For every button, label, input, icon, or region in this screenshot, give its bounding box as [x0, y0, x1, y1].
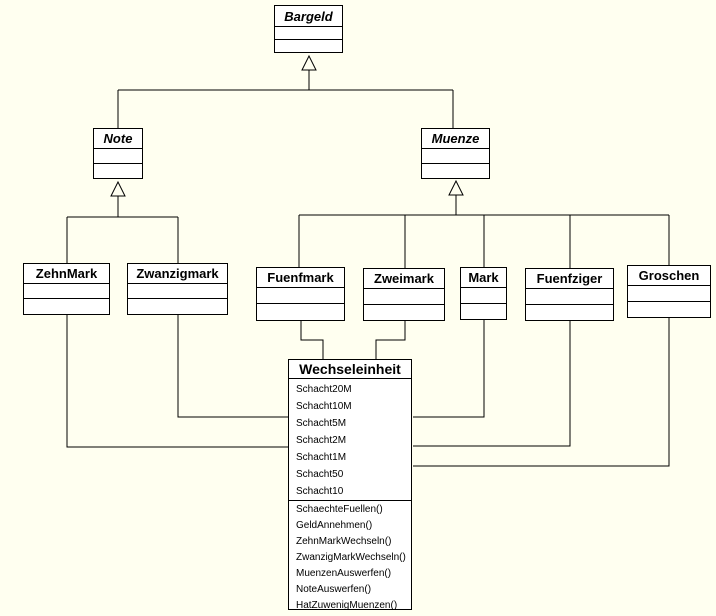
class-zehnmark-name: ZehnMark	[24, 264, 109, 284]
class-fuenfziger-operations-compartment	[526, 305, 613, 320]
attribute: Schacht10	[296, 486, 344, 497]
class-muenze-name: Muenze	[422, 129, 489, 149]
class-zehnmark[interactable]: ZehnMark	[23, 263, 110, 315]
class-note-operations-compartment	[94, 164, 142, 178]
class-fuenfziger-attributes-compartment	[526, 289, 613, 305]
generalization-arrow-muenze[interactable]	[448, 179, 464, 196]
class-groschen-attributes-compartment	[628, 286, 710, 302]
generalization-arrow-bargeld[interactable]	[301, 54, 317, 71]
class-zweimark[interactable]: Zweimark	[363, 268, 445, 321]
operation: GeldAnnehmen()	[296, 520, 373, 531]
class-muenze-attributes-compartment	[422, 149, 489, 164]
association-fuenfziger-wechseleinheit[interactable]	[413, 320, 571, 447]
attribute: Schacht5M	[296, 418, 347, 429]
class-fuenfziger[interactable]: Fuenfziger	[525, 268, 614, 321]
class-wechseleinheit[interactable]: Wechseleinheit Schacht20M Schacht10M Sch…	[288, 359, 412, 610]
operation: NoteAuswerfen()	[296, 584, 372, 595]
class-muenze-operations-compartment	[422, 164, 489, 178]
class-bargeld-attributes-compartment	[275, 27, 342, 40]
operation: ZehnMarkWechseln()	[296, 536, 392, 547]
class-wechseleinheit-operations-compartment: SchaechteFuellen() GeldAnnehmen() ZehnMa…	[289, 501, 411, 609]
generalization-arrow-note[interactable]	[110, 180, 126, 197]
class-fuenfmark-name: Fuenfmark	[257, 268, 344, 288]
class-fuenfmark-attributes-compartment	[257, 288, 344, 304]
class-fuenfziger-name: Fuenfziger	[526, 269, 613, 289]
class-muenze[interactable]: Muenze	[421, 128, 490, 179]
class-zehnmark-attributes-compartment	[24, 284, 109, 299]
attribute: Schacht20M	[296, 384, 352, 395]
class-zwanzigmark-name: Zwanzigmark	[128, 264, 227, 284]
class-bargeld[interactable]: Bargeld	[274, 5, 343, 53]
class-wechseleinheit-attributes-compartment: Schacht20M Schacht10M Schacht5M Schacht2…	[289, 379, 411, 501]
association-fuenfmark-wechseleinheit[interactable]	[300, 320, 324, 359]
class-bargeld-operations-compartment	[275, 40, 342, 52]
class-zweimark-attributes-compartment	[364, 289, 444, 305]
attribute: Schacht50	[296, 469, 344, 480]
class-note[interactable]: Note	[93, 128, 143, 179]
attribute: Schacht1M	[296, 452, 347, 463]
class-bargeld-name: Bargeld	[275, 6, 342, 27]
operation: ZwanzigMarkWechseln()	[296, 552, 406, 563]
operation: HatZuwenigMuenzen()	[296, 600, 398, 609]
class-groschen[interactable]: Groschen	[627, 265, 711, 318]
association-zweimark-wechseleinheit[interactable]	[375, 320, 406, 359]
association-groschen-wechseleinheit[interactable]	[413, 317, 670, 467]
class-groschen-name: Groschen	[628, 266, 710, 286]
attribute: Schacht2M	[296, 435, 347, 446]
operation: SchaechteFuellen()	[296, 504, 383, 515]
class-zwanzigmark-operations-compartment	[128, 299, 227, 314]
association-zwanzigmark-wechseleinheit[interactable]	[177, 315, 288, 418]
class-note-attributes-compartment	[94, 149, 142, 164]
class-mark[interactable]: Mark	[460, 267, 507, 320]
class-mark-attributes-compartment	[461, 288, 506, 304]
class-zweimark-name: Zweimark	[364, 269, 444, 289]
class-note-name: Note	[94, 129, 142, 149]
class-groschen-operations-compartment	[628, 302, 710, 317]
class-mark-name: Mark	[461, 268, 506, 288]
class-fuenfmark[interactable]: Fuenfmark	[256, 267, 345, 321]
class-zehnmark-operations-compartment	[24, 299, 109, 314]
class-fuenfmark-operations-compartment	[257, 304, 344, 320]
class-wechseleinheit-name: Wechseleinheit	[289, 360, 411, 379]
class-zwanzigmark[interactable]: Zwanzigmark	[127, 263, 228, 315]
class-mark-operations-compartment	[461, 304, 506, 319]
class-zwanzigmark-attributes-compartment	[128, 284, 227, 299]
operation: MuenzenAuswerfen()	[296, 568, 392, 579]
class-zweimark-operations-compartment	[364, 305, 444, 320]
association-mark-wechseleinheit[interactable]	[413, 319, 485, 418]
association-zehnmark-wechseleinheit[interactable]	[66, 315, 288, 448]
attribute: Schacht10M	[296, 401, 352, 412]
